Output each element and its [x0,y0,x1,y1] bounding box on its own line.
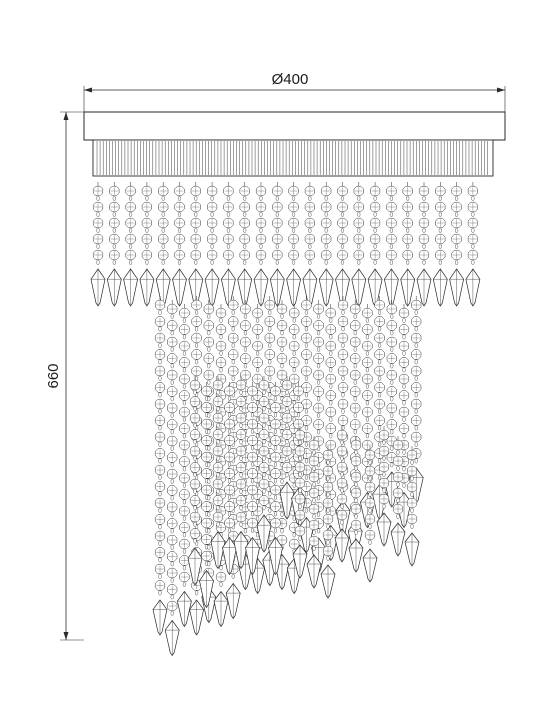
crystal-strand [376,426,392,547]
crystal-strand [416,182,432,307]
crystal-strand [187,376,203,586]
crystal-strand [292,426,308,579]
crystal-strand [348,436,364,573]
ceiling-canopy [83,111,506,141]
crystal-strand [172,182,187,307]
crystal-strand [286,182,301,307]
crystal-strand [253,182,269,307]
crystal-strand [164,300,180,657]
crystal-strand [404,446,420,567]
crystal-strand [222,382,237,576]
crystal-strand [199,382,214,609]
rod-band [92,139,494,177]
crystal-strand [302,182,318,307]
crystal-strand [268,382,283,576]
crystal-strand [362,446,378,583]
crystal-strand [334,426,350,563]
diameter-label: Ø400 [272,71,309,88]
crystal-strand [155,182,171,307]
crystal-strand [256,376,272,553]
height-dimension: 660 [45,111,84,641]
crystal-strand [152,296,168,636]
crystal-strand [432,182,448,307]
crystal-strand [269,182,285,307]
crystal-strand [123,182,138,307]
crystal-strand [177,304,192,628]
crystal-strand [237,182,253,307]
crystal-strand [400,182,416,307]
crystal-strand [384,182,399,307]
crystal-strand [279,376,295,520]
crystal-strand [335,182,350,307]
crystal-strand [106,182,122,307]
crystal-strand [306,436,322,589]
crystal-strand [204,182,220,307]
crystal-strand [320,446,336,599]
crystal-strands [90,182,481,657]
crystal-strand [449,182,464,307]
crystal-strand [318,182,334,307]
crystal-strand [465,182,481,307]
width-dimension: Ø400 [83,71,506,112]
crystal-strand [221,182,236,307]
crystal-strand [139,182,155,307]
height-label: 660 [45,363,62,388]
crystal-strand [233,376,249,570]
crystal-strand [245,382,260,576]
crystal-strand [390,436,406,557]
crystal-strand [210,376,226,570]
rod-lines [96,141,488,175]
crystal-strand [90,182,106,307]
crystal-strand [351,182,367,307]
crystal-strand [367,182,383,307]
crystal-strand [188,182,204,307]
